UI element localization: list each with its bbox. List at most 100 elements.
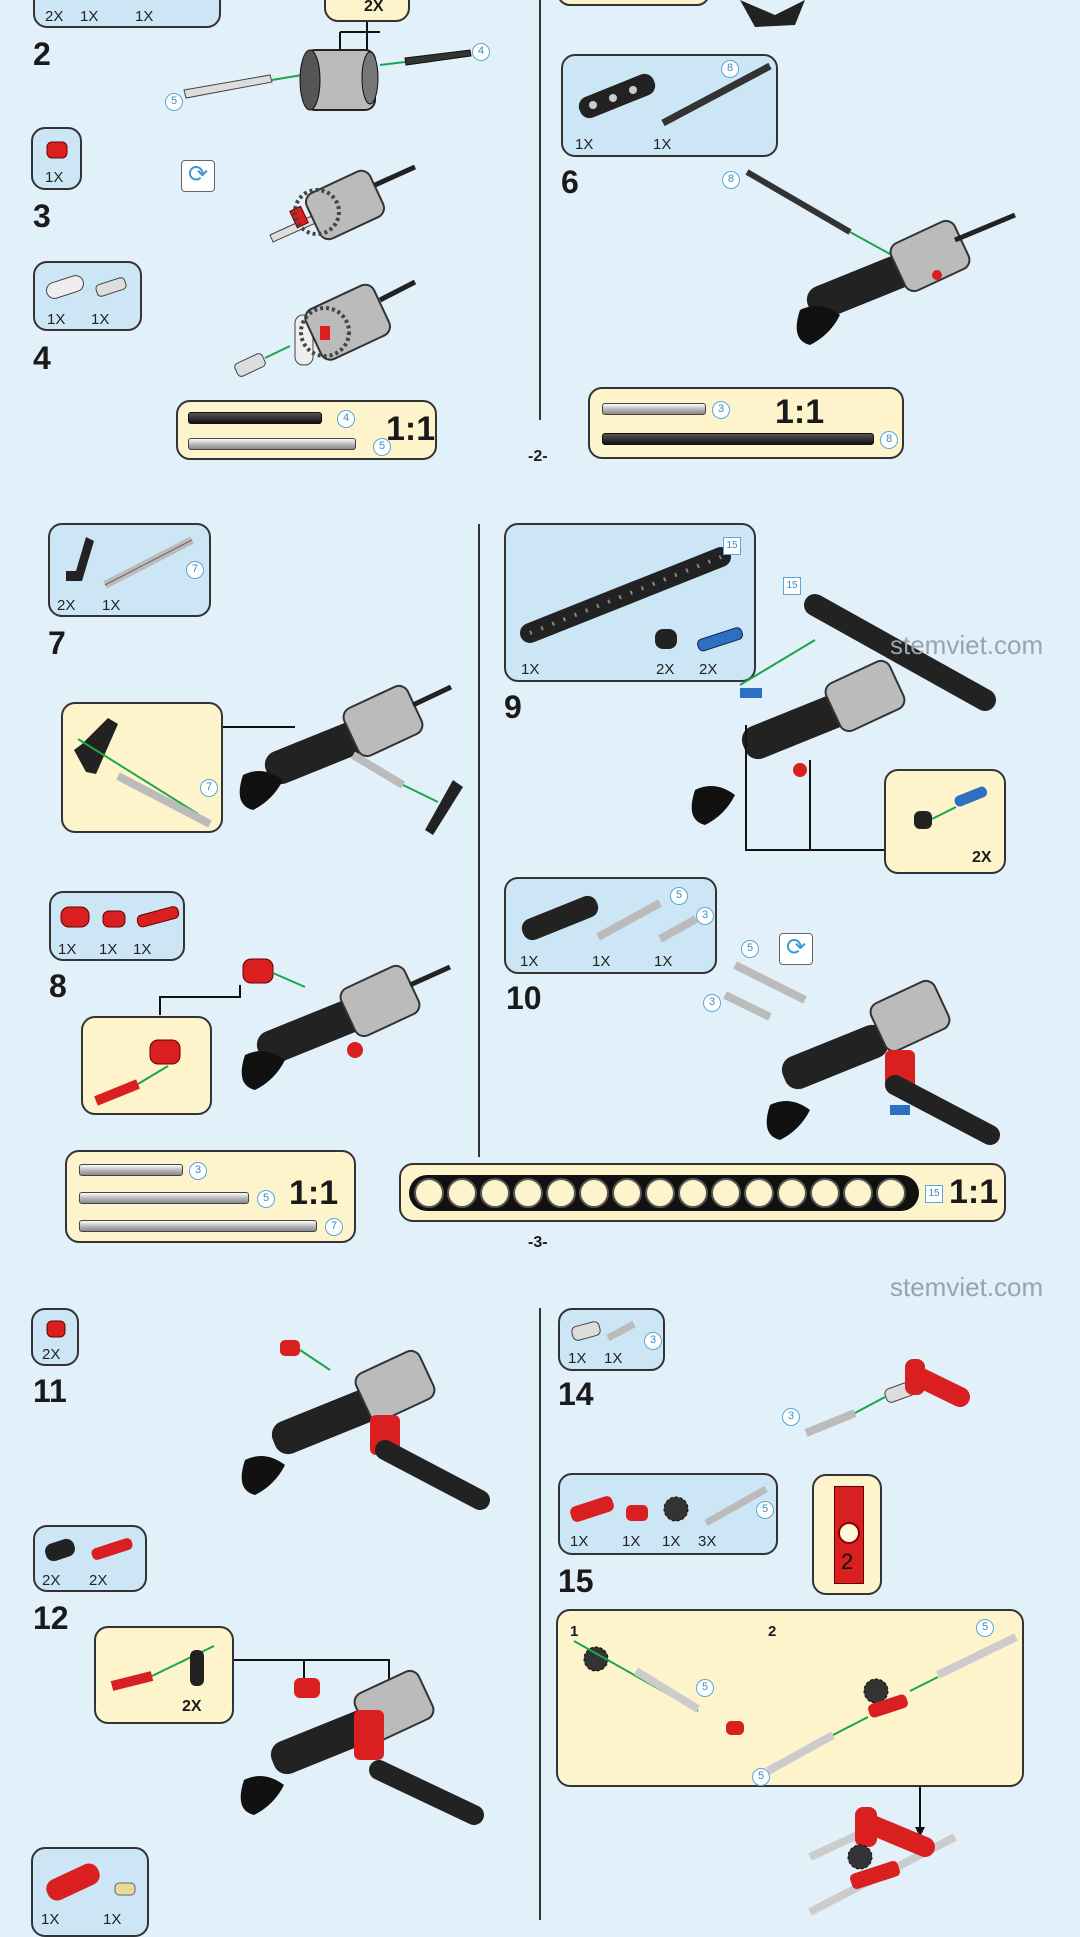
- axle-4-black-icon: [188, 412, 322, 424]
- length-ref-badge: 5: [976, 1619, 994, 1637]
- axle-7-gray-icon: [79, 1220, 317, 1232]
- part-qty: 1X: [91, 311, 110, 328]
- parts-box-step-14: 3 1X 1X: [558, 1308, 665, 1371]
- step-11-assembly-illustration: [241, 1340, 490, 1510]
- page-number: -2-: [528, 448, 548, 465]
- step-10-assembly-illustration: [723, 961, 1000, 1145]
- watermark: stemviet.com: [890, 630, 1044, 660]
- axle-8-black-icon: [602, 433, 874, 445]
- part-qty: 1X: [604, 1350, 623, 1367]
- step-number: 2: [33, 36, 51, 72]
- scale-guide-1-1: 4 5 1:1: [176, 400, 437, 460]
- axle-connector-part-icon: [95, 277, 127, 297]
- beam-hole: [843, 1178, 873, 1208]
- beam-hole: [579, 1178, 609, 1208]
- callout-box: 2X: [94, 1626, 234, 1724]
- callout-box: [557, 0, 710, 6]
- callout-illustration: [94, 1039, 181, 1106]
- differential-assembly-illustration: [183, 22, 472, 111]
- part-qty: 1X: [135, 8, 154, 25]
- callout-qty: 2X: [182, 1698, 202, 1715]
- beam-15-part-icon: [520, 547, 731, 643]
- callout-box: 2X: [884, 769, 1006, 874]
- step-number: 4: [33, 340, 51, 376]
- part-qty: 2X: [42, 1572, 61, 1589]
- axle-3-gray-icon: [79, 1164, 183, 1176]
- length-ref-badge: 7: [325, 1218, 343, 1236]
- page-number: -3-: [528, 1234, 548, 1251]
- bush-red-part-icon: [46, 1320, 66, 1338]
- parts-icons: [571, 1320, 636, 1342]
- part-qty: 2X: [89, 1572, 108, 1589]
- part-qty: 1X: [654, 953, 673, 970]
- card-label: 2: [841, 1549, 854, 1574]
- step-number: 7: [48, 625, 66, 661]
- part-detail-card: 2: [812, 1474, 882, 1595]
- beam-hole: [711, 1178, 741, 1208]
- length-ref-badge: 7: [186, 561, 204, 579]
- length-ref-badge: 5: [696, 1679, 714, 1697]
- parts-icons: [570, 1485, 768, 1527]
- length-ref-badge: 5: [741, 940, 759, 958]
- frame-beam-part-icon: [521, 895, 599, 941]
- part-qty: 1X: [592, 953, 611, 970]
- sub-step-number: 2: [768, 1623, 777, 1640]
- beam-hole: [777, 1178, 807, 1208]
- axle-3-part-icon: [658, 915, 698, 943]
- length-ref-badge: 5: [165, 93, 183, 111]
- step-number: 12: [33, 1600, 69, 1636]
- parts-box-step-13: 1X 1X: [31, 1847, 149, 1937]
- connector-and-blue-pin-icons: [655, 627, 743, 652]
- length-ref-badge: 15: [925, 1185, 943, 1203]
- scale-label: 1:1: [949, 1173, 999, 1211]
- length-ref-badge: 8: [722, 171, 740, 189]
- length-ref-badge: 3: [703, 994, 721, 1012]
- scale-label: 1:1: [386, 410, 436, 448]
- scale-guide-1-1: 3 1:1 8: [588, 387, 904, 459]
- part-qty: 1X: [99, 941, 118, 958]
- l-beam-part-icon: [66, 537, 94, 581]
- length-ref-badge: 15: [783, 577, 801, 595]
- step-number: 9: [504, 689, 522, 725]
- parts-box-step-8: 1X 1X 1X: [49, 891, 185, 961]
- part-qty: 1X: [133, 941, 152, 958]
- part-qty: 3X: [698, 1533, 717, 1550]
- parts-icons: [45, 1538, 133, 1562]
- beam-15-scale-icon: [409, 1175, 919, 1211]
- sub-assembly-illustration: [573, 1633, 1018, 1775]
- step-4-assembly-illustration: [234, 279, 417, 377]
- part-qty: 2X: [45, 8, 64, 25]
- axle-7-part-icon: [103, 536, 194, 589]
- length-ref-badge: 5: [752, 1768, 770, 1786]
- axle-5-gray-icon: [79, 1192, 249, 1204]
- length-ref-badge: 8: [880, 431, 898, 449]
- pin-connector-part-icon: [46, 275, 84, 299]
- red-parts-icons: [60, 906, 180, 928]
- step-5-assembly-illustration: [740, 0, 805, 27]
- step-14-assembly-illustration: [804, 1359, 970, 1437]
- column-divider: [539, 1308, 541, 1920]
- callout-illustration: [74, 718, 212, 828]
- beam-hole: [447, 1178, 477, 1208]
- part-qty: 1X: [80, 8, 99, 25]
- beam-hole: [414, 1178, 444, 1208]
- length-ref-badge: 3: [712, 401, 730, 419]
- bush-red-part-icon: [46, 141, 68, 159]
- parts-box-step-10: 5 3 1X 1X 1X: [504, 877, 717, 974]
- part-qty: 1X: [622, 1533, 641, 1550]
- beam-hole: [480, 1178, 510, 1208]
- beam-hole: [546, 1178, 576, 1208]
- length-ref-badge: 7: [200, 779, 218, 797]
- part-qty: 1X: [520, 953, 539, 970]
- part-qty: 1X: [47, 311, 66, 328]
- beam-hole: [645, 1178, 675, 1208]
- sub-assembly-callout: 1 2 5 5 5: [556, 1609, 1024, 1787]
- axle-5-part-icon: [596, 899, 662, 941]
- callout-box: [81, 1016, 212, 1115]
- beam-hole: [678, 1178, 708, 1208]
- length-ref-badge: 5: [756, 1501, 774, 1519]
- step-number: 6: [561, 164, 579, 200]
- parts-box-step-1: 2X 1X 1X: [33, 0, 221, 28]
- part-qty: 2X: [57, 597, 76, 614]
- part-qty: 2X: [656, 661, 675, 678]
